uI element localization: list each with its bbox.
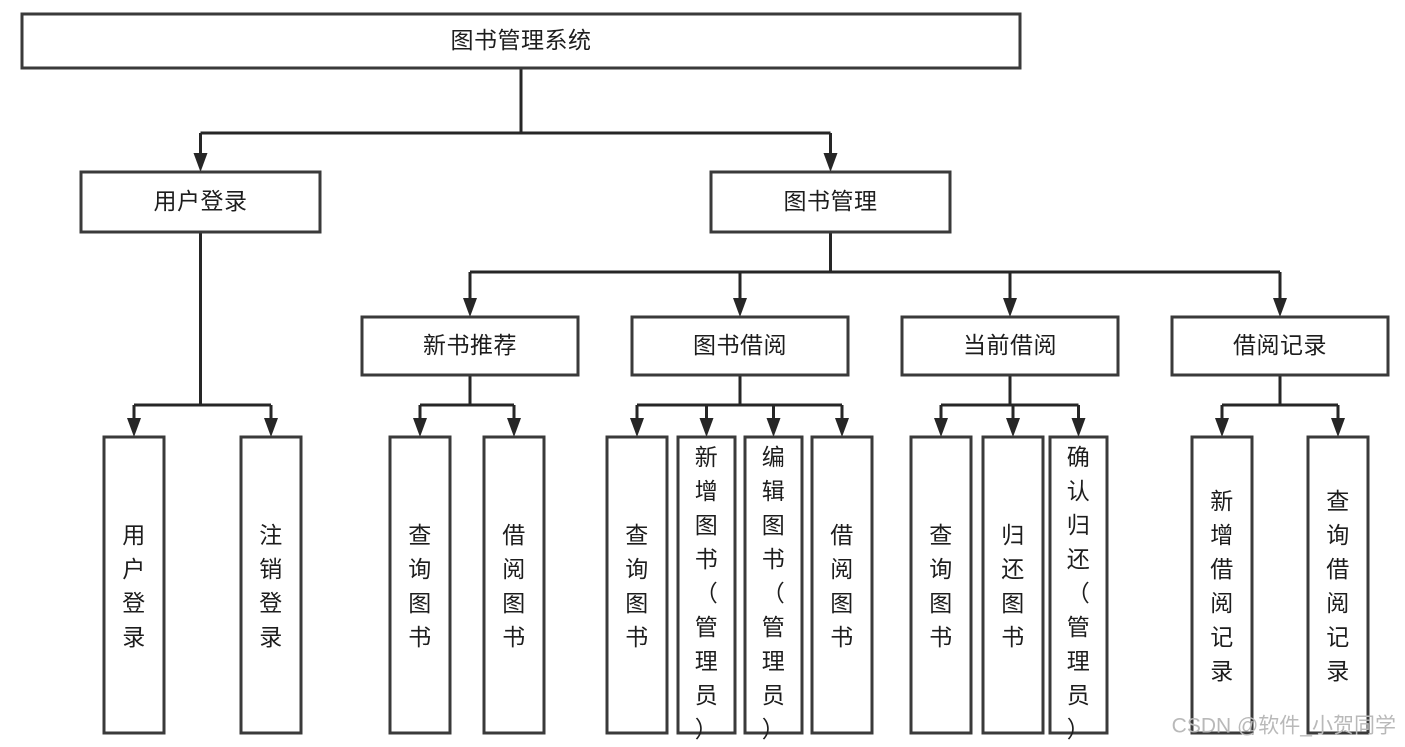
node-box-查询图书 [605,435,669,735]
node-box-图书管理 [709,170,952,234]
node-label-图书管理: 图书管理 [784,188,878,214]
node-归还图书[interactable]: 归还图书 [981,435,1045,735]
node-label-新书推荐: 新书推荐 [423,332,517,358]
node-label-当前借阅: 当前借阅 [963,332,1057,358]
arrow-head-icon [463,298,477,317]
node-确认归还管理员[interactable]: 确认归还（管理员） [1048,435,1109,742]
arrow-head-icon [699,418,714,437]
node-label-注销登录: 注销登录 [259,522,283,650]
arrow-head-icon [507,418,521,437]
node-label-查询图书: 查询图书 [408,522,432,650]
node-图书管理系统[interactable]: 图书管理系统 [20,12,1022,70]
node-查询借阅记录[interactable]: 查询借阅记录 [1306,435,1370,735]
arrow-head-icon [733,298,747,317]
node-box-注销登录 [239,435,303,735]
node-box-当前借阅 [900,315,1120,377]
node-box-查询图书 [388,435,452,735]
arrow-head-icon [823,153,838,172]
node-label-归还图书: 归还图书 [1001,522,1025,650]
arrow-head-icon [766,418,781,437]
node-label-编辑图书管理员: 编辑图书（管理员） [762,444,786,742]
node-借阅图书[interactable]: 借阅图书 [482,435,546,735]
node-box-新增图书管理员 [676,435,737,735]
node-编辑图书管理员[interactable]: 编辑图书（管理员） [743,435,804,742]
node-box-确认归还管理员 [1048,435,1109,735]
node-label-确认归还管理员: 确认归还（管理员） [1067,444,1091,742]
node-label-借阅图书: 借阅图书 [830,522,854,650]
arrow-head-icon [1331,418,1345,437]
arrow-head-icon [127,418,141,437]
node-box-借阅图书 [810,435,874,735]
arrow-head-icon [934,418,948,437]
arrow-head-icon [835,418,849,437]
arrow-head-icon [1006,418,1020,437]
node-当前借阅[interactable]: 当前借阅 [900,315,1120,377]
connector-layer [127,68,1345,437]
node-借阅记录[interactable]: 借阅记录 [1170,315,1390,377]
arrow-head-icon [1215,418,1229,437]
node-label-图书借阅: 图书借阅 [693,332,787,358]
node-box-借阅记录 [1170,315,1390,377]
node-用户登录[interactable]: 用户登录 [102,435,166,735]
arrow-head-icon [1273,298,1287,317]
arrow-head-icon [1071,418,1086,437]
arrow-head-icon [1003,298,1017,317]
node-label-用户登录: 用户登录 [122,522,146,650]
node-查询图书[interactable]: 查询图书 [388,435,452,735]
arrow-head-icon [193,153,208,172]
node-label-借阅图书: 借阅图书 [502,522,526,650]
node-box-查询图书 [909,435,973,735]
node-label-新增图书管理员: 新增图书（管理员） [695,444,719,742]
node-图书借阅[interactable]: 图书借阅 [630,315,850,377]
node-新书推荐[interactable]: 新书推荐 [360,315,580,377]
node-label-图书管理系统: 图书管理系统 [451,27,592,53]
node-查询图书[interactable]: 查询图书 [605,435,669,735]
node-label-用户登录: 用户登录 [154,188,248,214]
node-box-编辑图书管理员 [743,435,804,735]
node-layer: 图书管理系统用户登录图书管理用户登录注销登录新书推荐图书借阅当前借阅借阅记录查询… [20,12,1390,742]
arrow-head-icon [630,418,644,437]
node-查询图书[interactable]: 查询图书 [909,435,973,735]
node-label-查询图书: 查询图书 [625,522,649,650]
node-box-图书管理系统 [20,12,1022,70]
node-label-查询借阅记录: 查询借阅记录 [1326,488,1350,684]
arrow-head-icon [413,418,427,437]
node-label-查询图书: 查询图书 [929,522,953,650]
node-用户登录[interactable]: 用户登录 [79,170,322,234]
node-box-查询借阅记录 [1306,435,1370,735]
node-图书管理[interactable]: 图书管理 [709,170,952,234]
node-新增图书管理员[interactable]: 新增图书（管理员） [676,435,737,742]
arrow-head-icon [264,418,278,437]
node-box-新书推荐 [360,315,580,377]
node-box-新增借阅记录 [1190,435,1254,735]
node-注销登录[interactable]: 注销登录 [239,435,303,735]
node-新增借阅记录[interactable]: 新增借阅记录 [1190,435,1254,735]
node-box-用户登录 [102,435,166,735]
node-借阅图书[interactable]: 借阅图书 [810,435,874,735]
node-box-图书借阅 [630,315,850,377]
node-label-借阅记录: 借阅记录 [1233,332,1327,358]
node-box-借阅图书 [482,435,546,735]
node-box-用户登录 [79,170,322,234]
node-box-归还图书 [981,435,1045,735]
watermark-label: CSDN @软件_小贺同学 [1172,715,1396,738]
node-label-新增借阅记录: 新增借阅记录 [1210,488,1234,684]
